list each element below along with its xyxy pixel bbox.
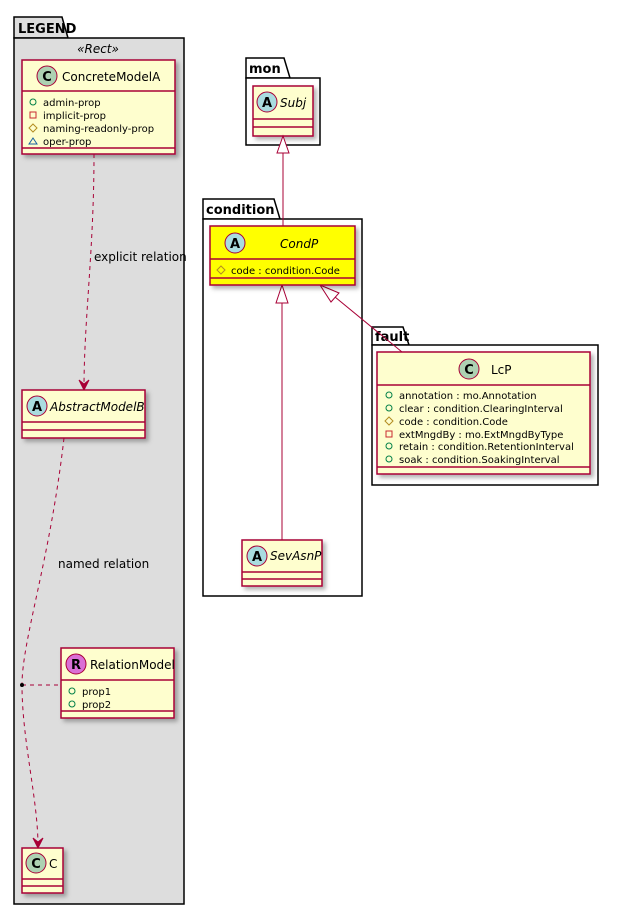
- class-concrete-model-a[interactable]: [21, 59, 176, 155]
- attr: naming-readonly-prop: [43, 124, 154, 135]
- package-icon: [28, 137, 38, 145]
- legend-title: LEGEND: [18, 22, 77, 37]
- public-icon: [29, 98, 37, 106]
- legend-stereotype: «Rect»: [77, 42, 119, 56]
- attr: code : condition.Code: [231, 266, 340, 277]
- generalization-lcp-condp: [334, 296, 403, 353]
- explicit-relation-label: explicit relation: [94, 250, 187, 264]
- attr: prop1: [82, 687, 111, 698]
- legend-package: LEGEND «Rect»: [13, 16, 185, 905]
- public-icon: [68, 687, 76, 695]
- class-name: CondP: [280, 237, 319, 251]
- class-name: Subj: [280, 96, 307, 110]
- class-icon-letter: C: [42, 70, 52, 85]
- arrowhead-icon: [78, 379, 90, 392]
- class-icon: [25, 852, 47, 874]
- named-relation-line: [21, 437, 65, 847]
- abstract-icon-letter: A: [252, 550, 262, 565]
- private-icon: [29, 111, 37, 119]
- abstract-icon: [26, 395, 48, 417]
- protected-icon: [28, 123, 38, 133]
- class-name: RelationModel: [90, 658, 175, 672]
- class-name: C: [49, 857, 57, 871]
- abstract-icon: [224, 232, 246, 254]
- abstract-icon: [256, 91, 278, 113]
- attr: oper-prop: [43, 137, 91, 148]
- attr: soak : condition.SoakingInterval: [399, 455, 560, 466]
- attr: annotation : mo.Annotation: [399, 391, 537, 402]
- attr: code : condition.Code: [399, 417, 508, 428]
- relation-icon: [65, 653, 87, 675]
- inheritance-arrow-icon: [318, 283, 340, 303]
- inheritance-arrow-icon: [276, 134, 290, 154]
- abstract-icon: [246, 545, 268, 567]
- abstract-icon-letter: A: [230, 237, 240, 252]
- class-icon-letter: C: [464, 363, 474, 378]
- abstract-icon-letter: A: [32, 400, 42, 415]
- attr: admin-prop: [43, 98, 101, 109]
- arrowhead-icon: [32, 837, 44, 850]
- package-title: condition: [206, 203, 275, 218]
- attr: retain : condition.RetentionInterval: [399, 442, 574, 453]
- class-lcp[interactable]: [376, 351, 591, 475]
- public-icon: [68, 700, 76, 708]
- attr: implicit-prop: [43, 111, 106, 122]
- class-icon: [36, 65, 58, 87]
- attr: clear : condition.ClearingInterval: [399, 404, 563, 415]
- package-title: mon: [249, 62, 281, 77]
- protected-icon: [216, 265, 226, 275]
- public-icon: [385, 391, 393, 399]
- class-icon: [458, 358, 480, 380]
- class-name: ConcreteModelA: [62, 70, 161, 84]
- class-name: AbstractModelB: [49, 400, 145, 414]
- attr: prop2: [82, 700, 111, 711]
- named-relation-label: named relation: [58, 557, 149, 571]
- protected-icon: [384, 416, 394, 426]
- public-icon: [385, 455, 393, 463]
- explicit-relation-line: [83, 153, 95, 389]
- abstract-icon-letter: A: [262, 96, 272, 111]
- inheritance-arrow-icon: [275, 283, 289, 304]
- class-name: SevAsnP: [270, 549, 322, 563]
- class-icon-letter: C: [31, 857, 41, 872]
- public-icon: [385, 442, 393, 450]
- package-title: fault: [375, 330, 409, 345]
- junction-dot: [20, 683, 24, 687]
- public-icon: [385, 404, 393, 412]
- class-name: LcP: [491, 363, 512, 377]
- attr: extMngdBy : mo.ExtMngdByType: [399, 430, 563, 441]
- relation-icon-letter: R: [71, 658, 81, 673]
- private-icon: [385, 430, 393, 438]
